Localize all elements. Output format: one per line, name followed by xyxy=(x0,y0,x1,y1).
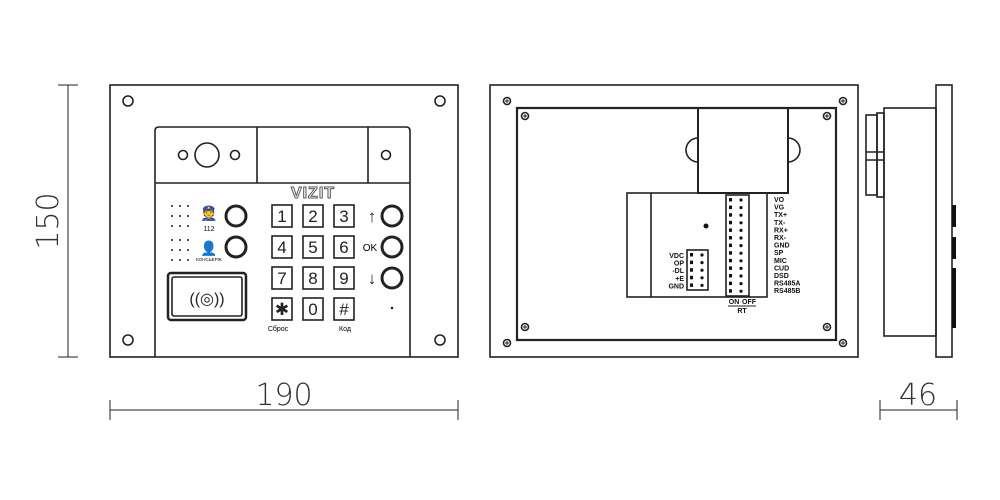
emergency-icon: 👮 xyxy=(200,204,217,222)
screw-icon xyxy=(520,111,530,121)
terminal-label: CUD xyxy=(774,265,789,272)
keypad-key[interactable] xyxy=(271,297,293,321)
back-view: VOVGTX+TX-RX+RX-GNDSPMICCUDDSDRS485ARS48… xyxy=(489,84,859,358)
keypad-key-label: 4 xyxy=(277,238,286,257)
concierge-call-button[interactable] xyxy=(224,235,248,259)
keypad-key[interactable] xyxy=(333,204,355,228)
terminal-label: RX+ xyxy=(774,227,788,234)
up-arrow-label: ↑ xyxy=(368,207,377,226)
switch-off-label: OFF xyxy=(742,299,757,306)
keypad-key[interactable] xyxy=(302,297,324,321)
keypad-key-label: 0 xyxy=(308,300,317,319)
code-label: Код xyxy=(339,326,351,333)
keypad-key[interactable] xyxy=(271,204,293,228)
width-dimension: 190 xyxy=(109,378,459,420)
terminal-label: TX- xyxy=(774,220,786,227)
keypad-key-label: 3 xyxy=(339,207,348,226)
height-dimension: 150 xyxy=(31,84,78,358)
terminal-label: GND xyxy=(774,243,790,250)
terminal-label: VDC xyxy=(669,253,684,260)
screw-icon xyxy=(822,111,832,121)
depth-dimension: 46 xyxy=(879,378,958,420)
screw-icon xyxy=(122,95,134,107)
keypad-key-label: 8 xyxy=(308,269,317,288)
terminal-label: OP xyxy=(674,261,684,268)
keypad-key-label: 1 xyxy=(277,207,286,226)
keypad-key-label: 7 xyxy=(277,269,286,288)
screw-icon xyxy=(502,338,512,348)
terminal-label: SP xyxy=(774,250,784,257)
screw-icon xyxy=(502,96,512,106)
keypad-key[interactable] xyxy=(302,235,324,259)
screw-icon xyxy=(822,322,832,332)
ok-label: OK xyxy=(363,243,378,254)
width-label: 190 xyxy=(255,378,312,413)
ok-button[interactable] xyxy=(380,235,404,259)
terminal-label: MIC xyxy=(774,258,787,265)
keypad-key[interactable] xyxy=(333,297,355,321)
reset-label: Сброс xyxy=(268,325,289,333)
camera-icon xyxy=(194,142,220,168)
keypad-key-label: 2 xyxy=(308,207,317,226)
rt-switch-label: RT xyxy=(737,308,747,315)
terminal-label: TX+ xyxy=(774,212,787,219)
terminal-label: +E xyxy=(675,276,684,283)
terminal-label: VG xyxy=(774,205,785,212)
terminal-label: RS485A xyxy=(774,281,800,288)
keypad-key-label: ✱ xyxy=(275,300,289,319)
screw-icon xyxy=(838,96,848,106)
down-button[interactable] xyxy=(380,266,404,290)
keypad-key-label: 5 xyxy=(308,238,317,257)
screw-icon xyxy=(122,334,134,346)
switch-on-label: ON xyxy=(729,299,740,306)
terminal-label: GND xyxy=(668,283,684,290)
concierge-label: КОНСЬЕРЖ xyxy=(196,257,222,262)
emergency-call-button[interactable] xyxy=(224,204,248,228)
emergency-label: 112 xyxy=(203,226,214,233)
up-button[interactable] xyxy=(380,204,404,228)
keypad-key[interactable] xyxy=(271,235,293,259)
rfid-reader[interactable]: ((◎)) xyxy=(166,271,248,322)
keypad-key[interactable] xyxy=(271,266,293,290)
screw-icon xyxy=(434,95,446,107)
screw-icon xyxy=(520,322,530,332)
logo: VIZIT xyxy=(291,185,335,202)
keypad-key-label: 9 xyxy=(339,269,348,288)
height-label: 150 xyxy=(31,192,66,249)
speaker-grille xyxy=(171,205,189,261)
screw-icon xyxy=(838,338,848,348)
terminal-label: VO xyxy=(774,197,785,204)
keypad-key[interactable] xyxy=(333,235,355,259)
side-view xyxy=(865,84,956,358)
keypad-key[interactable] xyxy=(302,266,324,290)
keypad-key[interactable] xyxy=(333,266,355,290)
keypad-key-label: 6 xyxy=(339,238,348,257)
terminal-label: RX- xyxy=(774,235,787,242)
keypad-key-label: # xyxy=(339,300,349,319)
svg-text:((◎)): ((◎)) xyxy=(189,291,224,308)
terminal-label: -DL xyxy=(672,268,684,275)
terminal-label: DSD xyxy=(774,273,789,280)
front-view: VIZIT 👮 112 👤 КОНСЬЕРЖ ((◎)) 1 2 3 4 5 6 7 8 9 ✱ 0… xyxy=(109,84,459,358)
concierge-icon: 👤 xyxy=(200,240,217,257)
down-arrow-label: ↓ xyxy=(368,269,377,288)
keypad-key[interactable] xyxy=(302,204,324,228)
depth-label: 46 xyxy=(899,378,937,413)
terminal-label: RS485B xyxy=(774,288,800,295)
screw-icon xyxy=(434,334,446,346)
